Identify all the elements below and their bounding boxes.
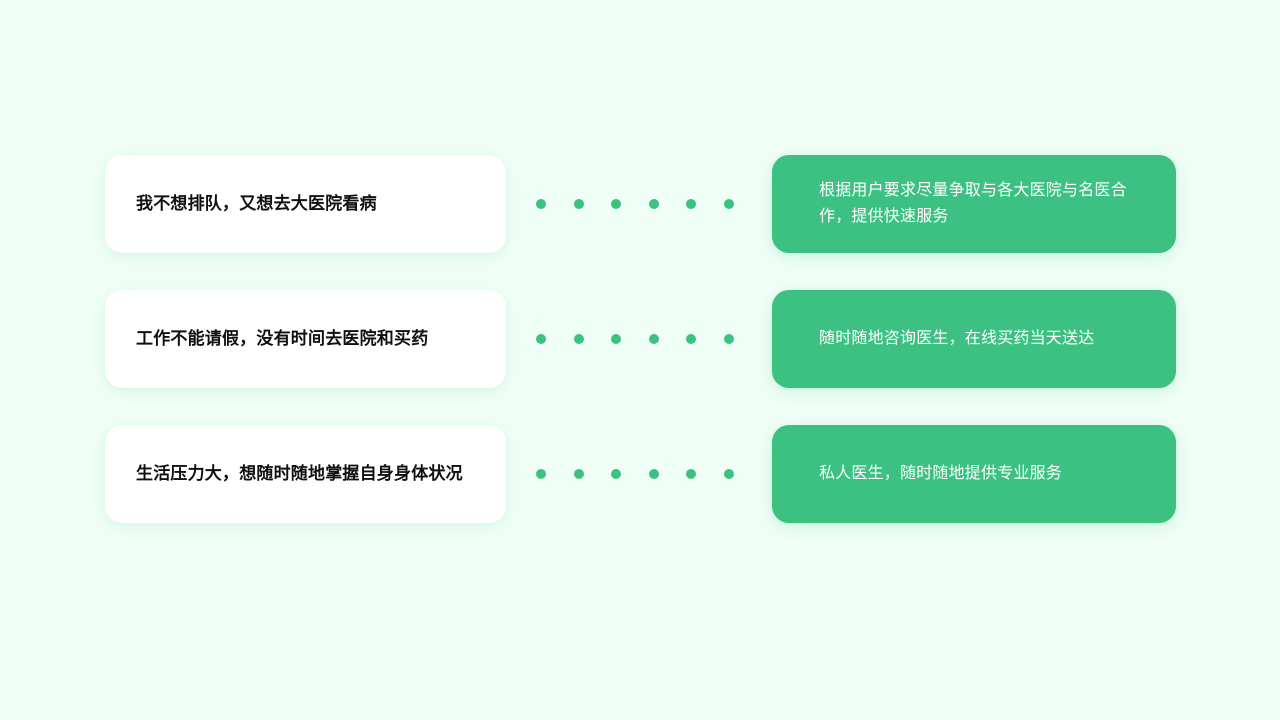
dot-icon — [611, 199, 621, 209]
pain-point-text: 工作不能请假，没有时间去医院和买药 — [136, 329, 429, 349]
pain-point-text: 我不想排队，又想去大医院看病 — [136, 194, 377, 214]
dot-icon — [573, 469, 584, 479]
pain-point-card-2[interactable]: 工作不能请假，没有时间去医院和买药 — [105, 290, 506, 388]
solution-text: 根据用户要求尽量争取与各大医院与名医合作，提供快速服务 — [819, 182, 1127, 225]
connector-dots-1 — [536, 155, 748, 253]
pain-point-card-1[interactable]: 我不想排队，又想去大医院看病 — [105, 155, 506, 253]
dot-icon — [536, 469, 546, 479]
dot-icon — [686, 469, 696, 479]
solution-card-1[interactable]: 根据用户要求尽量争取与各大医院与名医合作，提供快速服务 — [772, 155, 1176, 253]
dot-icon — [723, 469, 734, 479]
dot-icon — [573, 334, 584, 344]
dot-icon — [686, 199, 696, 209]
connector-dots-3 — [536, 425, 748, 523]
solution-text: 私人医生，随时随地提供专业服务 — [819, 465, 1063, 483]
dot-icon — [536, 199, 546, 209]
dot-icon — [723, 199, 734, 209]
dot-icon — [648, 199, 659, 209]
pain-point-card-3[interactable]: 生活压力大，想随时随地掌握自身身体状况 — [105, 425, 506, 523]
dot-icon — [723, 334, 734, 344]
pain-point-text: 生活压力大，想随时随地掌握自身身体状况 — [136, 464, 463, 484]
dot-icon — [536, 334, 546, 344]
pain-solution-row: 工作不能请假，没有时间去医院和买药 随时随地咨询医生，在线买药当天送达 — [0, 290, 1280, 388]
connector-dots-2 — [536, 290, 748, 388]
dot-icon — [686, 334, 696, 344]
dot-icon — [648, 334, 659, 344]
dot-icon — [611, 334, 621, 344]
dot-icon — [573, 199, 584, 209]
dot-icon — [648, 469, 659, 479]
pain-solution-row: 我不想排队，又想去大医院看病 根据用户要求尽量争取与各大医院与名医合作，提供快速… — [0, 155, 1280, 253]
solution-text: 随时随地咨询医生，在线买药当天送达 — [819, 330, 1095, 348]
dot-icon — [611, 469, 621, 479]
solution-card-2[interactable]: 随时随地咨询医生，在线买药当天送达 — [772, 290, 1176, 388]
pain-solution-row: 生活压力大，想随时随地掌握自身身体状况 私人医生，随时随地提供专业服务 — [0, 425, 1280, 523]
solution-card-3[interactable]: 私人医生，随时随地提供专业服务 — [772, 425, 1176, 523]
